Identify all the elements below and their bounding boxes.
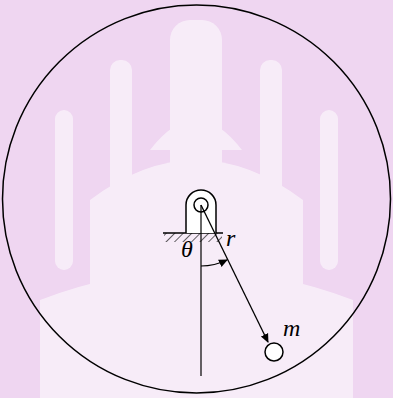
frame-circle (3, 5, 391, 393)
ground-hatch (164, 233, 222, 242)
angle-symbol: θ (181, 237, 193, 261)
vertical-reference (200, 205, 201, 376)
pendulum-rod (201, 205, 268, 342)
mass-symbol: m (283, 316, 300, 340)
watermark (40, 20, 353, 398)
angle-arc (201, 260, 227, 266)
bob (265, 343, 283, 361)
length-symbol: r (226, 226, 235, 250)
